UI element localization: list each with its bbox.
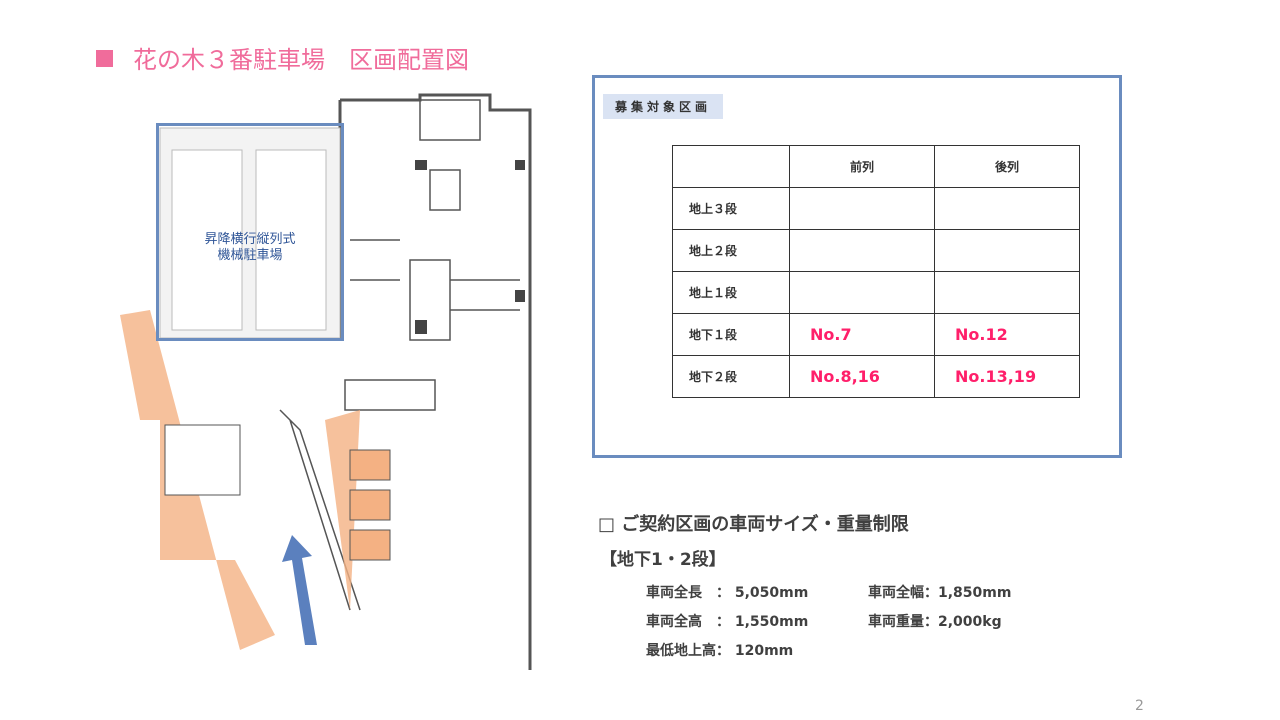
cell: No.12: [934, 313, 1080, 356]
square-bullet-icon: [96, 50, 113, 67]
table-row: 地上１段: [672, 271, 1080, 314]
cell: [934, 229, 1080, 272]
spec-label: 車両重量：: [868, 614, 938, 630]
header-cell: 前列: [789, 145, 935, 188]
spec-value: 2,000kg: [938, 614, 1002, 630]
row-label: 地下１段: [672, 313, 790, 356]
panel-heading: 募集対象区画: [603, 94, 724, 119]
mechanical-parking-highlight: [156, 123, 344, 341]
spec-value: 1,850mm: [938, 585, 1012, 601]
label-line: 昇降横行縦列式: [204, 232, 296, 247]
cell: [934, 271, 1080, 314]
spec-subheading: 【地下1・2段】: [600, 550, 726, 570]
spec-item: 最低地上高： 120mm: [646, 640, 793, 660]
row-label: 地下２段: [672, 355, 790, 398]
table-row: 地上３段: [672, 187, 1080, 230]
spec-value: 5,050mm: [734, 585, 809, 601]
spec-label: 車両全幅：: [868, 585, 938, 601]
spec-item: 車両全高 ： 1,550mm: [646, 611, 808, 631]
cell: [789, 229, 935, 272]
spec-label: 車両全高 ：: [646, 614, 730, 630]
spec-item: 車両全長 ： 5,050mm: [646, 582, 808, 602]
cell: No.8,16: [789, 355, 935, 398]
cell: No.13,19: [934, 355, 1080, 398]
spec-item: 車両重量：2,000kg: [868, 611, 1002, 631]
cell: [789, 187, 935, 230]
parking-frame: [159, 127, 341, 339]
floor-plan-image: [120, 93, 532, 670]
cell: [789, 271, 935, 314]
row-label: 地上２段: [672, 229, 790, 272]
row-label: 地上３段: [672, 187, 790, 230]
spec-label: 最低地上高：: [646, 643, 730, 659]
cell: No.7: [789, 313, 935, 356]
cell: [934, 187, 1080, 230]
spec-value: 120mm: [734, 643, 794, 659]
row-label: 地上１段: [672, 271, 790, 314]
table-row: 地上２段: [672, 229, 1080, 272]
spec-label: 車両全長 ：: [646, 585, 730, 601]
header-cell: [672, 145, 790, 188]
label-line: 機械駐車場: [217, 248, 283, 263]
page-number: 2: [1135, 698, 1144, 714]
spec-value: 1,550mm: [734, 614, 809, 630]
table-header-row: 前列 後列: [672, 145, 1080, 188]
spec-item: 車両全幅：1,850mm: [868, 582, 1011, 602]
page-title: 花の木３番駐車場 区画配置図: [96, 40, 469, 75]
header-cell: 後列: [934, 145, 1080, 188]
spec-heading: □ ご契約区画の車両サイズ・重量制限: [598, 514, 909, 535]
arrow-icon: [282, 535, 317, 645]
mechanical-parking-label: 昇降横行縦列式 機械駐車場: [160, 232, 340, 264]
landscape-left: [120, 310, 275, 650]
title-text: 花の木３番駐車場 区画配置図: [133, 46, 469, 74]
